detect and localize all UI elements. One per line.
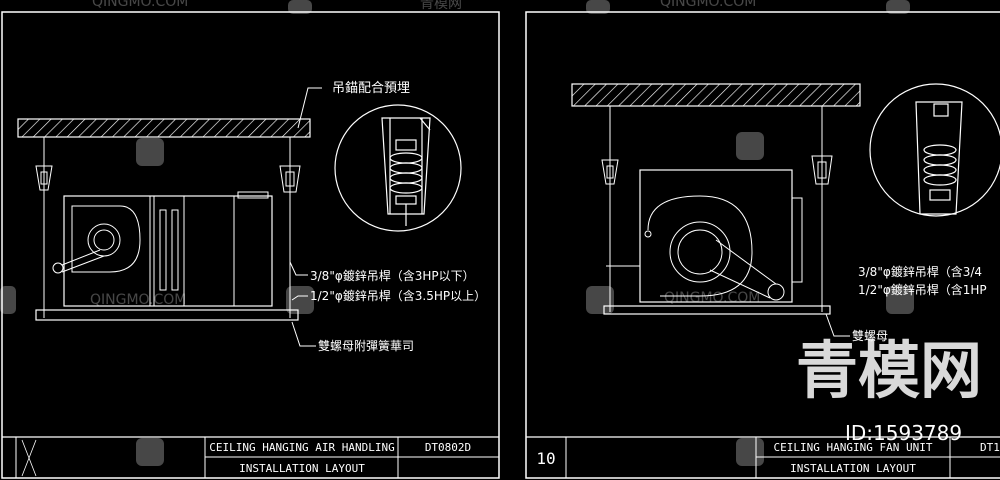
- watermark-cn-top: 青模网: [420, 0, 462, 12]
- right-drawing-number: DT1: [980, 441, 1000, 454]
- watermark-layer: QINGMO.COM QINGMO.COM 青模网 QINGMO.COM QIN…: [0, 0, 982, 466]
- right-ceiling-slab: [571, 83, 861, 107]
- left-drawing-number: DT0802D: [425, 441, 471, 454]
- watermark-brand-top-right: QINGMO.COM: [660, 0, 756, 10]
- callout-rod-small: 3/8"φ鍍鋅吊桿（含3HP以下）: [310, 268, 475, 283]
- right-base-frame: [603, 305, 831, 315]
- right-callout-spring-nut: 雙螺母: [852, 329, 888, 343]
- air-handling-unit-body: [63, 195, 273, 307]
- right-callout-rod-large: 1/2"φ鍍鋅吊桿（含1HP: [858, 282, 987, 297]
- callout-rod-large: 1/2"φ鍍鋅吊桿（含3.5HP以上）: [310, 288, 486, 303]
- right-detail-circle: [869, 83, 1000, 217]
- left-title-line1: CEILING HANGING AIR HANDLING: [209, 441, 394, 454]
- watermark-id: ID:1593789: [845, 421, 962, 445]
- right-isolator-right: [811, 155, 833, 185]
- right-isolator-left: [601, 159, 619, 185]
- left-title-line2: INSTALLATION LAYOUT: [239, 462, 365, 475]
- leader-anchor: [297, 87, 322, 129]
- watermark-brand-top-left: QINGMO.COM: [92, 0, 188, 10]
- right-title-line1: CEILING HANGING FAN UNIT: [774, 441, 933, 454]
- right-sheet-number: 10: [536, 449, 555, 468]
- right-title-line2: INSTALLATION LAYOUT: [790, 462, 916, 475]
- left-isolator-right: [279, 165, 301, 193]
- watermark-brand-mid-left: QINGMO.COM: [90, 292, 186, 308]
- leader-spring-nut: [291, 321, 316, 347]
- left-ceiling-slab: [17, 118, 311, 138]
- right-sheet: [525, 11, 1000, 479]
- left-base-frame: [35, 309, 299, 321]
- left-callout-texts: 吊錨配合預埋 3/8"φ鍍鋅吊桿（含3HP以下） 1/2"φ鍍鋅吊桿（含3.5H…: [209, 81, 486, 475]
- leader-rod-large: [291, 295, 308, 301]
- watermark-logo-icon: [0, 0, 914, 466]
- watermark-cn-big: 青模网: [796, 334, 982, 407]
- right-callout-texts: 3/8"φ鍍鋅吊桿（含3/4 1/2"φ鍍鋅吊桿（含1HP 雙螺母 10 CEI…: [536, 264, 1000, 475]
- right-detail-spring-hanger-icon: [915, 101, 963, 215]
- fan-unit-body: [639, 169, 793, 303]
- right-callout-rod-small: 3/8"φ鍍鋅吊桿（含3/4: [858, 264, 982, 279]
- callout-anchor: 吊錨配合預埋: [332, 81, 410, 96]
- left-detail-circle: [334, 104, 462, 232]
- leader-rod-small: [289, 261, 308, 276]
- left-sheet-border: [1, 11, 500, 479]
- left-sheet: [1, 11, 500, 479]
- watermark-brand-mid-right: QINGMO.COM: [664, 290, 760, 306]
- left-isolator-left: [35, 165, 53, 191]
- left-fan-scroll-icon: [71, 205, 141, 273]
- right-leader-spring-nut: [825, 313, 850, 337]
- left-detail-spring-hanger-icon: [381, 117, 431, 226]
- right-sheet-border: [525, 11, 1000, 479]
- callout-spring-nut: 雙螺母附彈簧華司: [318, 338, 414, 353]
- right-fan-scroll-icon: [647, 195, 753, 297]
